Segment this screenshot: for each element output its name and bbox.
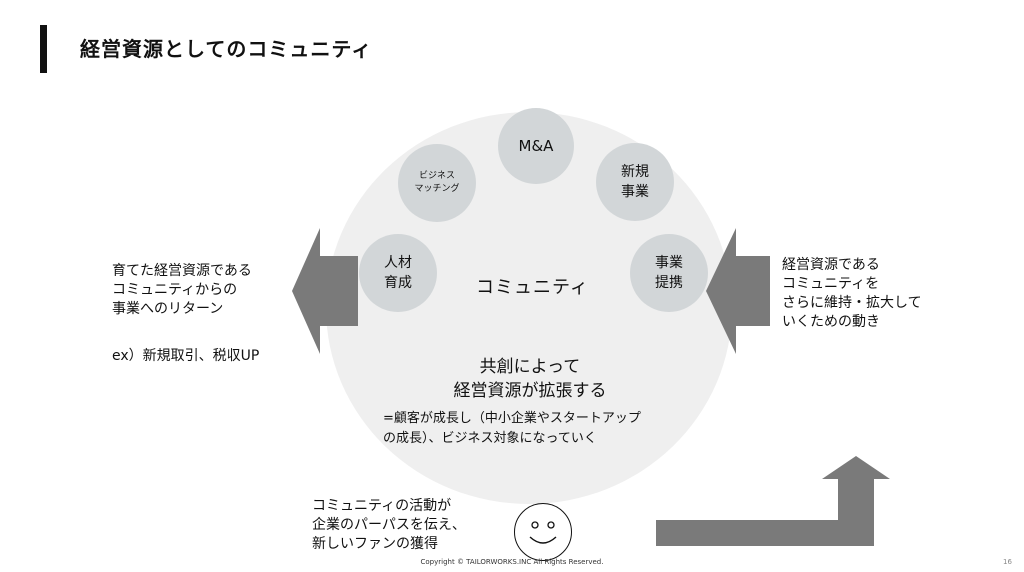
cocreate-sub-line2: の成長）、ビジネス対象になっていく	[383, 431, 597, 446]
smiley-face-icon	[514, 503, 572, 561]
left-text-line1: 育てた経営資源である	[112, 263, 252, 279]
bottom-up-arrow	[656, 456, 890, 546]
node-business-matching-line1: ビジネス	[418, 171, 455, 181]
left-arrow	[292, 228, 358, 354]
right-arrow	[706, 228, 770, 354]
page-title: 経営資源としてのコミュニティ	[80, 37, 373, 61]
node-hr-development: 人材 育成	[359, 234, 437, 312]
bottom-text-line1: コミュニティの活動が	[312, 498, 452, 514]
bottom-activity-text: コミュニティの活動が 企業のパーパスを伝え、 新しいファンの獲得	[312, 497, 466, 554]
node-new-business-line1: 新規	[621, 164, 649, 180]
node-ma-label: M&A	[518, 137, 554, 155]
copyright-footer: Copyright © TAILORWORKS.INC All Rights R…	[420, 558, 604, 566]
left-text-line3: 事業へのリターン	[112, 301, 224, 317]
node-new-business: 新規 事業	[596, 143, 674, 221]
node-business-matching-line2: マッチング	[414, 184, 460, 194]
cocreate-heading: 共創によって 経営資源が拡張する	[420, 355, 640, 403]
bottom-text-line3: 新しいファンの獲得	[312, 536, 438, 552]
right-text-line2: コミュニティを	[782, 276, 880, 292]
right-text-line3: さらに維持・拡大して	[782, 295, 922, 311]
node-hr-development-line1: 人材	[384, 255, 412, 271]
left-example-text: ex）新規取引、税収UP	[112, 348, 260, 364]
node-business-alliance: 事業 提携	[630, 234, 708, 312]
title-accent-bar	[40, 25, 47, 73]
bottom-text-line2: 企業のパーパスを伝え、	[312, 517, 466, 533]
right-maintenance-text: 経営資源である コミュニティを さらに維持・拡大して いくための動き	[782, 256, 922, 332]
node-hr-development-line2: 育成	[384, 275, 412, 291]
smiley-face-graphic	[529, 521, 557, 544]
right-text-line1: 経営資源である	[782, 257, 880, 273]
page-number: 16	[1003, 558, 1012, 566]
cocreate-line2: 経営資源が拡張する	[453, 381, 607, 401]
node-new-business-line2: 事業	[621, 184, 649, 200]
right-text-line4: いくための動き	[782, 314, 880, 330]
node-business-alliance-line2: 提携	[655, 275, 683, 291]
node-business-alliance-line1: 事業	[655, 255, 683, 271]
cocreate-sub-line1: =顧客が成長し（中小企業やスタートアップ	[383, 411, 641, 426]
node-ma: M&A	[498, 108, 574, 184]
left-text-line2: コミュニティからの	[112, 282, 238, 298]
cocreate-subtext: =顧客が成長し（中小企業やスタートアップ の成長）、ビジネス対象になっていく	[383, 409, 641, 449]
node-business-matching: ビジネス マッチング	[398, 144, 476, 222]
community-center-label: コミュニティ	[476, 277, 589, 298]
left-return-text: 育てた経営資源である コミュニティからの 事業へのリターン	[112, 262, 252, 319]
cocreate-line1: 共創によって	[479, 357, 581, 377]
